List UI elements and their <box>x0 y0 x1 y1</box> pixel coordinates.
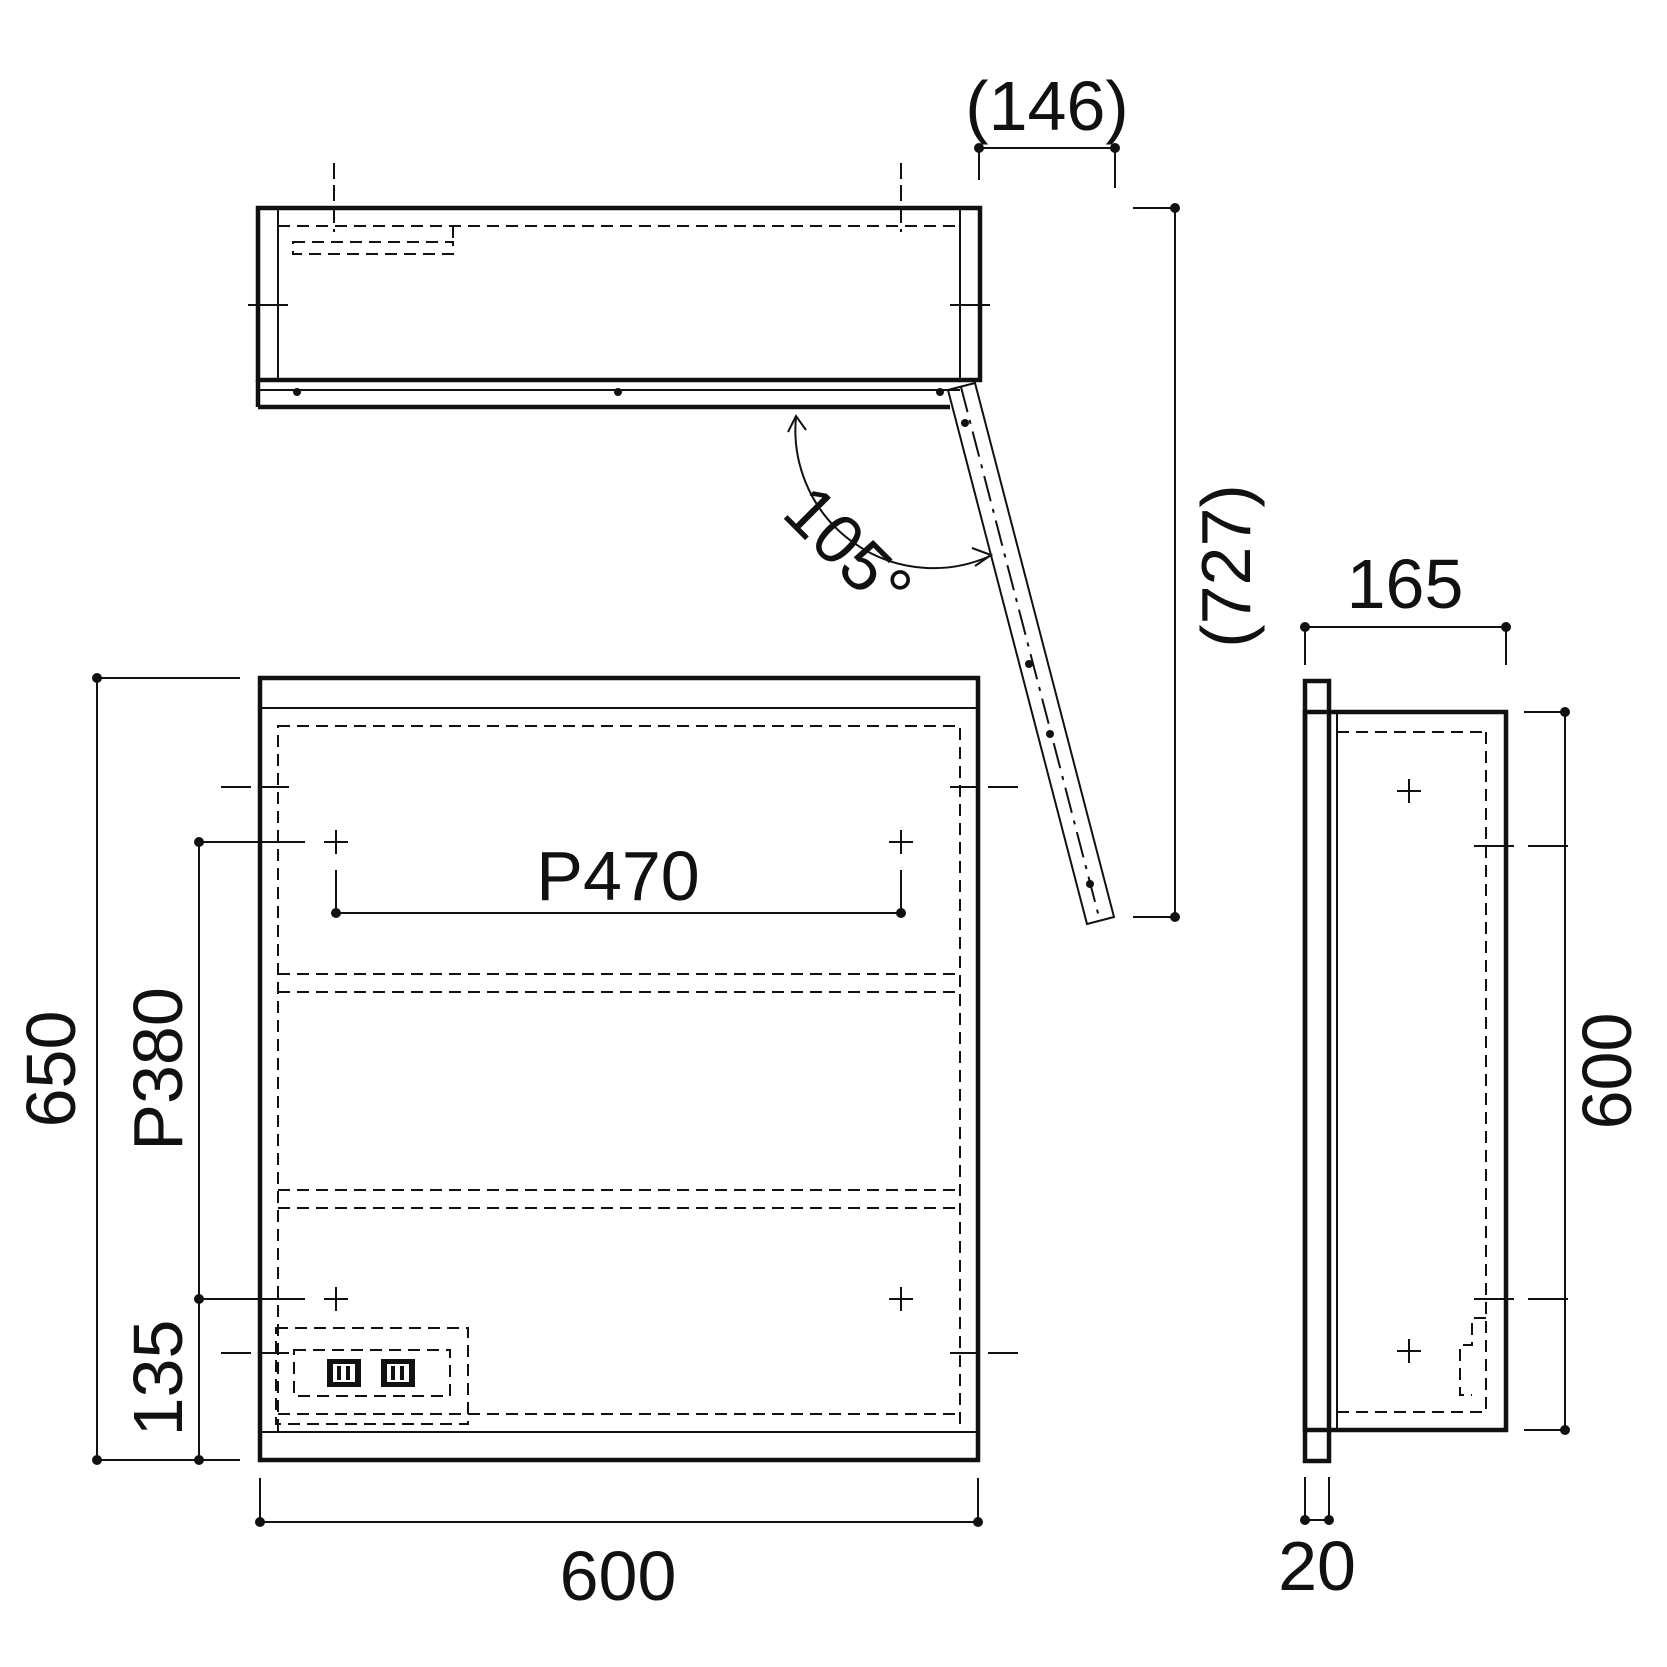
dim-146-dot-left <box>974 143 984 153</box>
open-door <box>946 381 1116 926</box>
socket-1-slot-a <box>337 1366 341 1380</box>
socket-1-slot-b <box>346 1366 350 1380</box>
open-door-centerline <box>960 386 1101 922</box>
dim-600-height-dot-bottom <box>1560 1425 1570 1435</box>
dim-20-dot-right <box>1324 1515 1334 1525</box>
side-view <box>1302 678 1580 1464</box>
dim-20: 20 <box>1278 1477 1356 1605</box>
side-mount-hole-top-icon <box>1397 779 1421 803</box>
dim-p380-dot-top <box>194 837 204 847</box>
socket-2-slot-a <box>391 1366 395 1380</box>
top-view-screw-2 <box>614 388 622 396</box>
dim-600-height-label: 600 <box>1568 1013 1646 1130</box>
dim-p470-label: P470 <box>536 837 699 915</box>
dim-600-height: 600 <box>1524 707 1646 1435</box>
mount-hole-bottom-right-icon <box>889 1287 913 1311</box>
dim-600-width-dot-right <box>973 1517 983 1527</box>
top-view-screw-1 <box>293 388 301 396</box>
dim-165-label: 165 <box>1347 545 1464 623</box>
open-door-hinge-hole-1 <box>961 419 969 427</box>
angle-arrow-start <box>787 414 807 433</box>
side-view-outlet-hidden <box>1459 1317 1486 1396</box>
dim-650-label: 650 <box>12 1011 90 1128</box>
angle-label: 105° <box>769 470 927 628</box>
top-view-cabinet-body <box>255 205 983 383</box>
side-mount-hole-bottom-icon <box>1397 1339 1421 1363</box>
dim-727-dot-bottom <box>1170 912 1180 922</box>
dim-165: 165 <box>1300 545 1511 665</box>
dim-p380: P380 <box>119 837 305 1304</box>
angle-dimension: 105° <box>769 414 994 628</box>
dim-146: (146) <box>965 67 1129 188</box>
dim-p470-dot-right <box>896 908 906 918</box>
outlet-box-inner <box>293 1349 451 1397</box>
front-view <box>221 675 1025 1463</box>
dim-650-dot-top <box>92 673 102 683</box>
dim-727-label: (727) <box>1187 484 1265 647</box>
front-view-inner-hidden <box>277 725 961 1433</box>
open-door-hinge-hole-2 <box>1025 660 1033 668</box>
dim-20-dot-left <box>1300 1515 1310 1525</box>
open-door-hinge-hole-3 <box>1046 730 1054 738</box>
dim-146-dot-right <box>1110 143 1120 153</box>
dim-p470-dot-left <box>331 908 341 918</box>
top-view-outlet-hidden <box>292 241 454 255</box>
dim-146-label: (146) <box>965 67 1128 145</box>
dim-727: (727) <box>1133 203 1265 922</box>
dim-727-dot-top <box>1170 203 1180 213</box>
side-view-door <box>1302 678 1332 1464</box>
dim-600-height-dot-top <box>1560 707 1570 717</box>
power-outlet-icon <box>327 1359 415 1387</box>
side-view-body <box>1302 709 1509 1433</box>
mount-hole-top-right-icon <box>889 830 913 854</box>
dim-135-label: 135 <box>119 1320 197 1437</box>
angle-arc <box>794 416 991 570</box>
dim-600-width-label: 600 <box>560 1537 677 1615</box>
dim-p470: P470 <box>331 837 906 918</box>
front-view-outline <box>257 675 981 1463</box>
open-door-hinge-hole-4 <box>1086 880 1094 888</box>
dim-165-dot-right <box>1501 622 1511 632</box>
mount-hole-top-left-icon <box>324 830 348 854</box>
outlet-box-outer <box>275 1327 469 1425</box>
dim-650-dot-bottom <box>92 1455 102 1465</box>
dim-20-label: 20 <box>1278 1527 1356 1605</box>
dim-600-width: 600 <box>255 1478 983 1615</box>
socket-1-face <box>333 1364 355 1382</box>
dim-165-dot-left <box>1300 622 1310 632</box>
top-view <box>248 163 990 410</box>
open-door-panel <box>946 381 1116 926</box>
socket-2-slot-b <box>400 1366 404 1380</box>
top-view-screw-3 <box>936 388 944 396</box>
angle-arrow-end <box>971 547 994 567</box>
mount-hole-bottom-left-icon <box>324 1287 348 1311</box>
dim-600-width-dot-left <box>255 1517 265 1527</box>
dim-135: 135 <box>119 1299 204 1465</box>
dim-135-dot-bottom <box>194 1455 204 1465</box>
dim-p380-label: P380 <box>119 987 197 1150</box>
dim-650: 650 <box>12 673 240 1465</box>
socket-2-face <box>387 1364 409 1382</box>
